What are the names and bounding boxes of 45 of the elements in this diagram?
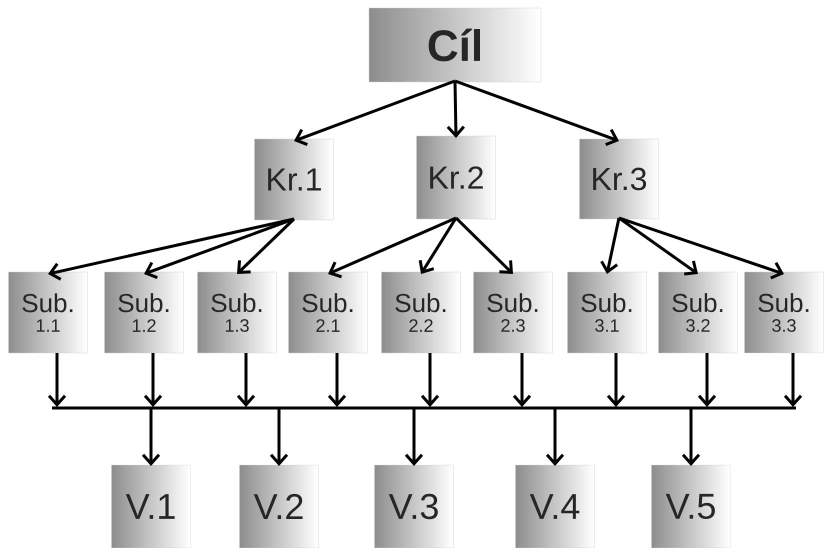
alternative-box: V.2 — [239, 464, 319, 548]
arrow — [48, 218, 294, 281]
arrow — [144, 352, 162, 407]
alternative-box: V.4 — [515, 464, 595, 548]
arrow — [446, 80, 465, 138]
arrow — [600, 218, 620, 274]
arrow — [418, 217, 458, 274]
subcriterion-box: Sub. 3.2 — [658, 272, 738, 354]
arrow — [606, 352, 626, 407]
arrow — [236, 352, 256, 407]
arrow — [682, 408, 700, 466]
arrow — [420, 352, 440, 407]
bus-line — [52, 406, 796, 410]
subcriterion-box: Sub. 2.2 — [381, 272, 461, 354]
subcriterion-box: Sub. 1.2 — [104, 272, 184, 354]
subcriterion-box: Sub. 1.1 — [8, 272, 88, 354]
arrow — [698, 352, 716, 407]
arrow — [618, 216, 698, 276]
criterion-box: Kr.1 — [254, 138, 334, 220]
arrow — [144, 218, 295, 280]
arrow — [294, 80, 456, 146]
arrow — [270, 408, 288, 466]
arrow — [237, 218, 296, 274]
arrow — [404, 408, 424, 466]
arrow — [454, 80, 619, 146]
arrow — [328, 216, 457, 278]
subcriterion-box: Sub. 3.1 — [567, 272, 647, 354]
arrow — [546, 408, 564, 466]
goal-box: Cíl — [368, 8, 542, 82]
criterion-box: Kr.2 — [416, 136, 496, 220]
alternative-box: V.1 — [111, 464, 191, 548]
alternative-box: V.5 — [651, 464, 731, 548]
arrow — [512, 352, 532, 407]
arrow — [328, 352, 346, 407]
subcriterion-box: Sub. 2.3 — [473, 272, 553, 354]
arrow — [454, 216, 513, 274]
arrow — [784, 352, 802, 407]
arrow — [142, 408, 160, 466]
alternative-box: V.3 — [374, 464, 454, 548]
subcriterion-box: Sub. 1.3 — [197, 272, 277, 354]
criterion-box: Kr.3 — [579, 138, 659, 220]
arrow — [48, 352, 66, 407]
arrow — [618, 216, 784, 280]
subcriterion-box: Sub. 3.3 — [744, 272, 824, 354]
subcriterion-box: Sub. 2.1 — [288, 272, 368, 354]
